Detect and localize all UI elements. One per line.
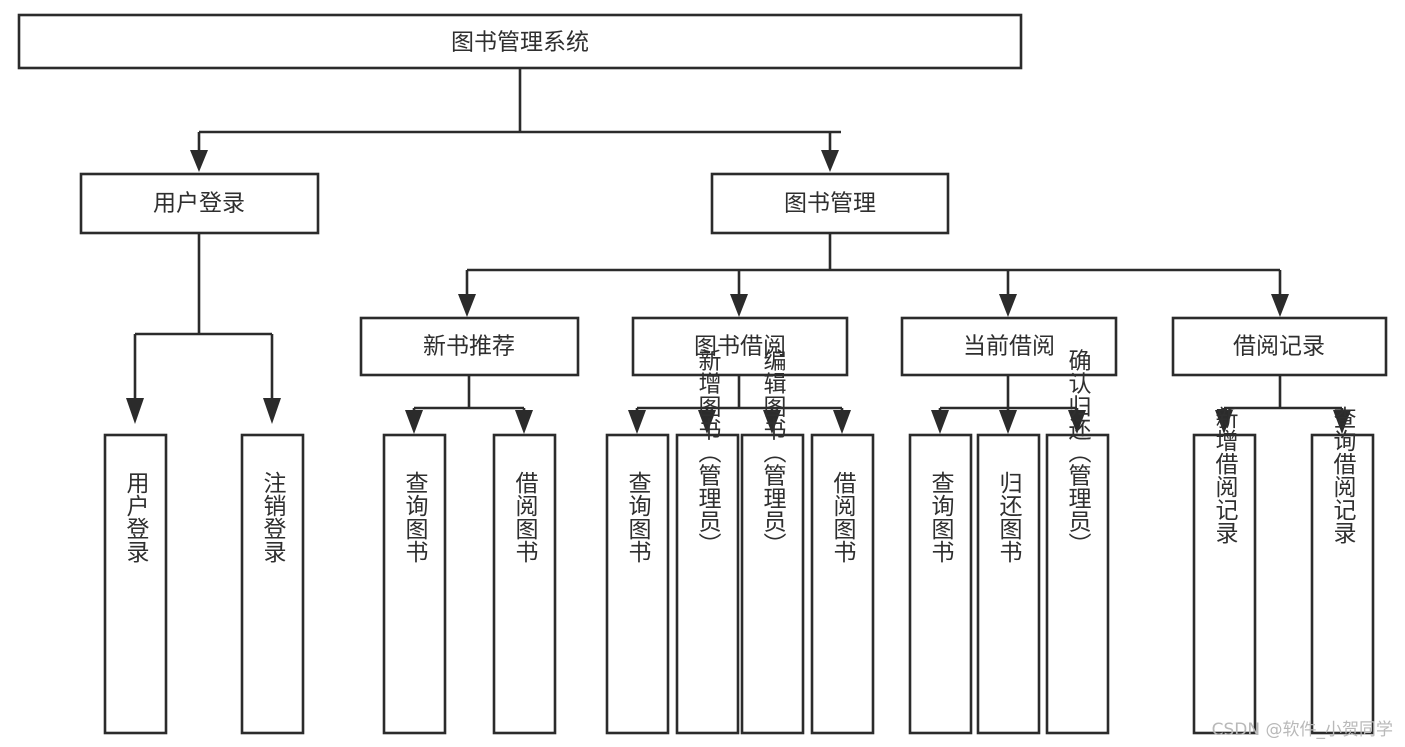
leaf-user-login-signout[interactable]: 注销登录 — [240, 433, 305, 735]
connector-borrowrecord-to-leaves — [1215, 375, 1351, 434]
leaf-newbook-borrow-label: 借阅图书 — [511, 471, 539, 563]
leaf-user-login-signout-label: 注销登录 — [259, 471, 287, 563]
leaf-user-login-signin[interactable]: 用户登录 — [103, 433, 168, 735]
leaf-borrowrecord-query-label: 查询借阅记录 — [1329, 406, 1357, 544]
node-new-book-recommend-label: 新书推荐 — [423, 334, 515, 360]
connector-bookmgmt-to-level3 — [458, 233, 1289, 317]
leaf-currentborrow-confirm[interactable]: 确认归还（管理员） — [1045, 349, 1110, 735]
leaf-bookborrow-edit[interactable]: 编辑图书（管理员） — [740, 349, 805, 735]
node-borrow-record[interactable]: 借阅记录 — [1171, 316, 1388, 377]
leaf-newbook-query-label: 查询图书 — [401, 471, 429, 563]
node-root-system[interactable]: 图书管理系统 — [17, 13, 1023, 70]
leaf-bookborrow-query-label: 查询图书 — [624, 471, 652, 563]
connector-bookborrow-to-leaves — [628, 375, 851, 434]
node-new-book-recommend[interactable]: 新书推荐 — [359, 316, 580, 377]
leaf-bookborrow-borrow[interactable]: 借阅图书 — [810, 433, 875, 735]
node-user-login[interactable]: 用户登录 — [79, 172, 320, 235]
leaf-bookborrow-add-label: 新增图书（管理员） — [694, 349, 722, 556]
leaf-currentborrow-return[interactable]: 归还图书 — [976, 433, 1041, 735]
leaf-currentborrow-confirm-label: 确认归还（管理员） — [1064, 349, 1092, 556]
connector-newbook-to-leaves — [405, 375, 533, 434]
node-book-borrow-label: 图书借阅 — [694, 334, 786, 360]
leaf-borrowrecord-query[interactable]: 查询借阅记录 — [1310, 406, 1375, 735]
csdn-watermark: CSDN @软件_小贺同学 — [1211, 720, 1393, 740]
leaf-currentborrow-return-label: 归还图书 — [995, 471, 1023, 563]
node-current-borrow[interactable]: 当前借阅 — [900, 316, 1118, 377]
node-borrow-record-label: 借阅记录 — [1233, 334, 1325, 360]
leaf-borrowrecord-add-label: 新增借阅记录 — [1211, 406, 1239, 544]
leaf-newbook-query[interactable]: 查询图书 — [382, 433, 447, 735]
leaf-user-login-signin-label: 用户登录 — [122, 471, 150, 563]
node-user-login-label: 用户登录 — [153, 191, 245, 217]
leaf-currentborrow-query[interactable]: 查询图书 — [908, 433, 973, 735]
leaf-bookborrow-edit-label: 编辑图书（管理员） — [759, 349, 787, 556]
leaf-bookborrow-add[interactable]: 新增图书（管理员） — [675, 349, 740, 735]
node-book-management[interactable]: 图书管理 — [710, 172, 950, 235]
connector-userlogin-to-leaves — [126, 233, 281, 424]
leaf-bookborrow-query[interactable]: 查询图书 — [605, 433, 670, 735]
leaf-newbook-borrow[interactable]: 借阅图书 — [492, 433, 557, 735]
leaf-bookborrow-borrow-label: 借阅图书 — [829, 471, 857, 563]
node-book-management-label: 图书管理 — [784, 191, 876, 217]
node-book-borrow[interactable]: 图书借阅 — [631, 316, 849, 377]
connector-currentborrow-to-leaves — [931, 375, 1086, 434]
node-current-borrow-label: 当前借阅 — [963, 334, 1055, 360]
node-root-system-label: 图书管理系统 — [451, 30, 589, 56]
leaf-currentborrow-query-label: 查询图书 — [927, 471, 955, 563]
leaf-borrowrecord-add[interactable]: 新增借阅记录 — [1192, 406, 1257, 735]
connector-root-to-level2 — [190, 68, 841, 172]
